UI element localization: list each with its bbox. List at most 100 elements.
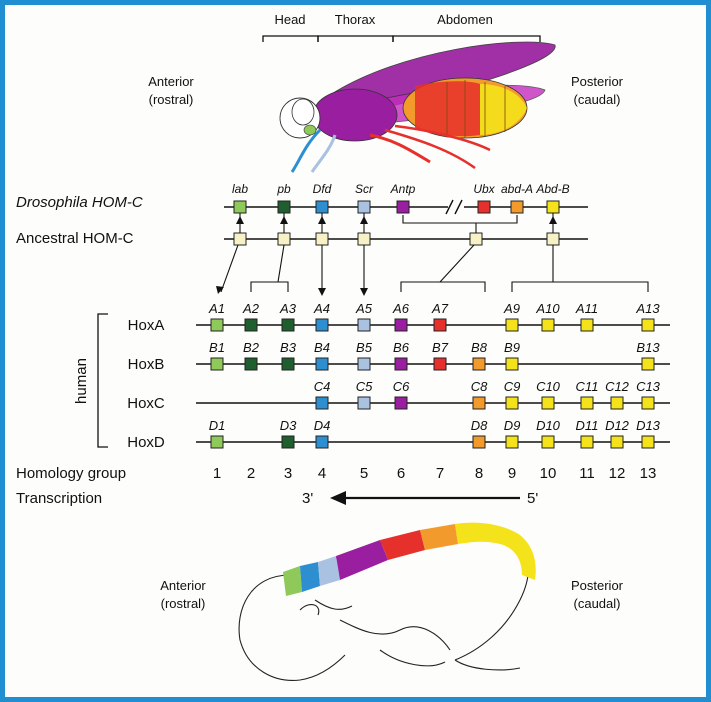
ancestral-gene [315, 232, 329, 246]
drosophila-break [445, 199, 463, 215]
link-arrowheads [216, 216, 557, 296]
hox-gene-C5 [357, 396, 371, 410]
drosophila-gene-Ubx [477, 200, 491, 214]
hox-gene-label: A6 [392, 301, 410, 316]
hox-gene-label: D1 [209, 418, 226, 433]
fly-posterior-label: Posterior [571, 74, 624, 89]
hox-gene-B9 [505, 357, 519, 371]
ancestral-gene [546, 232, 560, 246]
head-bracket [262, 35, 319, 42]
drosophila-gene-label: Dfd [313, 182, 332, 196]
drosophila-illustration [279, 41, 556, 173]
homology-label: Homology group [16, 465, 126, 482]
hox-gene-label: B6 [393, 340, 410, 355]
embryo-posterior-label: Posterior [571, 578, 624, 593]
transcription-3prime: 3' [302, 490, 313, 507]
fly-anterior-sub-label: (rostral) [149, 92, 194, 107]
transcription-label: Transcription [16, 490, 102, 507]
hox-gene-A11 [580, 318, 594, 332]
hox-gene-A13 [641, 318, 655, 332]
hox-gene-D11 [580, 435, 594, 449]
hox-gene-label: B3 [280, 340, 297, 355]
drosophila-gene-label: lab [232, 182, 248, 196]
homology-group-number: 2 [247, 465, 255, 482]
fly-anterior-label: Anterior [148, 74, 194, 89]
homology-group-number: 8 [475, 465, 483, 482]
hox-gene-label: A5 [355, 301, 373, 316]
hox-gene-A6 [394, 318, 408, 332]
drosophila-gene-Scr [357, 200, 371, 214]
hox-gene-D13 [641, 435, 655, 449]
homology-group-number: 13 [640, 465, 657, 482]
hox-gene-label: D8 [471, 418, 488, 433]
hox-gene-A5 [357, 318, 371, 332]
hox-gene-C6 [394, 396, 408, 410]
drosophila-gene-Antp [396, 200, 410, 214]
drosophila-gene-abd-A [510, 200, 524, 214]
homology-group-number: 6 [397, 465, 405, 482]
homology-group-number: 9 [508, 465, 516, 482]
homology-group-number: 10 [540, 465, 557, 482]
drosophila-gene-label: Antp [390, 182, 416, 196]
hox-gene-label: B1 [209, 340, 225, 355]
ancestral-label: Ancestral HOM-C [16, 230, 134, 247]
ancestral-gene [469, 232, 483, 246]
hox-gene-D9 [505, 435, 519, 449]
hox-gene-label: B5 [356, 340, 373, 355]
homology-group-number: 4 [318, 465, 326, 482]
cluster-label-HoxB: HoxB [128, 356, 165, 373]
cluster-label-HoxA: HoxA [128, 317, 165, 334]
hox-gene-A10 [541, 318, 555, 332]
fly-posterior-sub-label: (caudal) [574, 92, 621, 107]
hox-gene-label: A3 [279, 301, 297, 316]
hox-gene-B1 [210, 357, 224, 371]
hox-gene-C11 [580, 396, 594, 410]
segment-abdomen-label: Abdomen [437, 12, 493, 27]
hox-gene-D3 [281, 435, 295, 449]
hox-gene-label: A11 [575, 301, 598, 316]
hox-gene-label: B13 [636, 340, 660, 355]
embryo-posterior-sub-label: (caudal) [574, 596, 621, 611]
hox-gene-label: C11 [576, 379, 599, 394]
hox-gene-C9 [505, 396, 519, 410]
hox-gene-B3 [281, 357, 295, 371]
hox-gene-label: D4 [314, 418, 331, 433]
hox-gene-D10 [541, 435, 555, 449]
hox-gene-label: B2 [243, 340, 260, 355]
homology-group-number: 1 [213, 465, 221, 482]
hox-gene-label: C9 [504, 379, 521, 394]
segment-brackets [262, 35, 541, 42]
hox-gene-label: B8 [471, 340, 488, 355]
drosophila-label: Drosophila HOM-C [16, 194, 143, 211]
ancestral-gene [357, 232, 371, 246]
hox-gene-C13 [641, 396, 655, 410]
thorax-bracket [317, 35, 394, 42]
drosophila-gene-Abd-B [546, 200, 560, 214]
hox-gene-label: C13 [636, 379, 661, 394]
hox-gene-B2 [244, 357, 258, 371]
segment-thorax-label: Thorax [335, 12, 376, 27]
hox-gene-B4 [315, 357, 329, 371]
drosophila-gene-pb [277, 200, 291, 214]
ancestral-human-links [220, 244, 649, 293]
cluster-label-HoxD: HoxD [127, 434, 165, 451]
hox-gene-label: C8 [471, 379, 488, 394]
drosophila-gene-label: Scr [355, 182, 374, 196]
drosophila-gene-Dfd [315, 200, 329, 214]
hox-gene-B7 [433, 357, 447, 371]
embryo-anterior-label: Anterior [160, 578, 206, 593]
hox-gene-label: C5 [356, 379, 373, 394]
hox-gene-label: A9 [503, 301, 520, 316]
homology-group-number: 5 [360, 465, 368, 482]
homology-group-number: 7 [436, 465, 444, 482]
hox-gene-label: D13 [636, 418, 661, 433]
hox-gene-D12 [610, 435, 624, 449]
segment-head-label: Head [274, 12, 305, 27]
hox-gene-A4 [315, 318, 329, 332]
hox-gene-A3 [281, 318, 295, 332]
hox-gene-label: D12 [605, 418, 630, 433]
